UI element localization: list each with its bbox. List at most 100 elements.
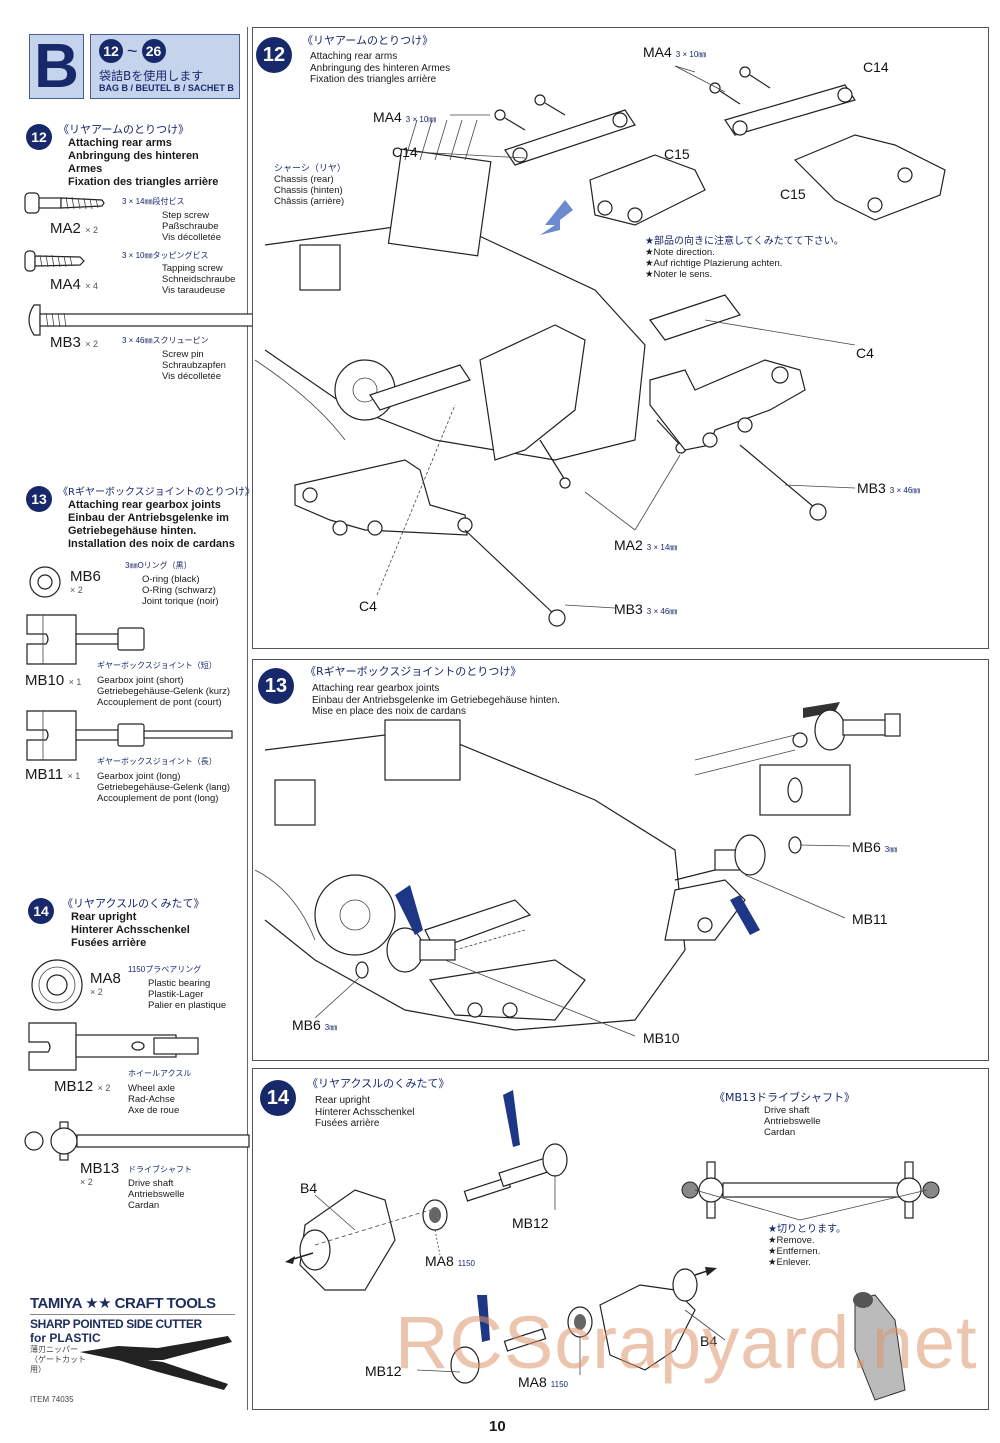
gearbox-joint-long-illustration (26, 710, 233, 761)
desc-de: O-Ring (schwarz) (142, 585, 216, 596)
desc-de: Getriebegehäuse-Gelenk (kurz) (97, 686, 231, 697)
bag-jp-text: 袋詰Bを使用します (99, 69, 204, 83)
desc-fr: Accouplement de pont (court) (97, 697, 222, 708)
desc-en: Step screw (162, 210, 209, 221)
part-qty: × 2 (80, 1177, 93, 1187)
title-fr: Fixation des triangles arrière (310, 74, 437, 85)
direction-note: ★部品の向きに注意してくみたてて下さい。 ★Note direction. ★A… (645, 232, 844, 280)
part-spec-jp: 3 × 46㎜スクリューピン (122, 336, 209, 345)
desc-fr: Accouplement de pont (long) (97, 793, 219, 804)
label-spec: 3㎜ (324, 1023, 338, 1032)
label-mb12-b: MB12 (365, 1363, 402, 1379)
part-spec-jp: ギヤーボックスジョイント（長） (97, 757, 217, 766)
step-number-badge: 14 (260, 1080, 296, 1116)
label-text: MB6 (852, 839, 881, 855)
desc-fr: Joint torique (noir) (142, 596, 219, 607)
label-spec: 3 × 46㎜ (889, 486, 921, 495)
part-desc: Wheel axle Rad-Achse Axe de roue (128, 1083, 179, 1116)
note-de: ★Auf richtige Plazierung achten. (645, 258, 783, 269)
desc-fr: Vis décolletée (162, 232, 221, 243)
title-de: Einbau der Antriebsgelenke im Getriebege… (312, 694, 560, 706)
label-spec: 3 × 10㎜ (675, 50, 707, 59)
screw-pin-illustration (28, 304, 263, 336)
note-en: ★Remove. (768, 1235, 815, 1246)
desc-de: Schraubzapfen (162, 360, 226, 371)
part-desc: O-ring (black) O-Ring (schwarz) Joint to… (142, 574, 219, 607)
tapping-screw-illustration (24, 250, 85, 272)
desc-de: Schneidschraube (162, 274, 236, 285)
label-text: MA8 (518, 1374, 547, 1390)
note-jp: ★部品の向きに注意してくみたてて下さい。 (645, 236, 844, 247)
step-titles: Attaching rear gearbox joints Einbau der… (68, 499, 235, 551)
driveshaft-fr: Cardan (764, 1127, 796, 1138)
title-fr: Installation des noix de cardans (68, 538, 235, 550)
title-de: Hinterer Achsschenkel (315, 1106, 415, 1118)
ad-brand: TAMIYA ★★ CRAFT TOOLS (30, 1295, 216, 1312)
desc-fr: Vis décolletée (162, 371, 221, 382)
step-screw-illustration (24, 192, 105, 214)
drive-shaft-illustration (24, 1121, 250, 1161)
label-text: MA8 (425, 1253, 454, 1269)
part-qty: × 1 (68, 677, 82, 687)
label-c15-a: C15 (664, 146, 690, 162)
desc-en: Plastic bearing (148, 978, 211, 989)
desc-en: Wheel axle (128, 1083, 175, 1094)
title-en: Rear upright (71, 911, 137, 923)
step-number-badge: 13 (258, 668, 294, 704)
part-desc: Step screw Paßschraube Vis décolletée (162, 210, 221, 243)
part-mb10: MB10 × 1 (25, 672, 81, 690)
label-mb12-a: MB12 (512, 1215, 549, 1231)
title-de-2: Armes (68, 163, 103, 175)
side-cutter-icon (80, 1336, 232, 1390)
part-spec-jp: 3 × 10㎜タッピングビス (122, 251, 209, 260)
label-text: MA2 (614, 537, 643, 553)
part-mb3: MB3 × 2 (50, 334, 98, 352)
part-qty: × 2 (85, 225, 99, 235)
desc-de: Plastik-Lager (148, 989, 204, 1000)
part-desc: Drive shaft Antriebswelle Cardan (128, 1178, 185, 1211)
desc-fr: Cardan (128, 1200, 160, 1211)
note-fr: ★Enlever. (768, 1257, 811, 1268)
step-jp-title: 《Rギヤーボックスジョイントのとりつけ》 (58, 487, 255, 498)
step-jp-title: 《リヤアクスルのくみたて》 (307, 1077, 450, 1090)
part-spec-jp: ホイールアクスル (128, 1069, 192, 1078)
title-de: Einbau der Antriebsgelenke im (68, 512, 229, 524)
title-en: Attaching rear arms (68, 137, 172, 149)
ad-product: SHARP POINTED SIDE CUTTER (30, 1317, 202, 1331)
desc-de: Paßschraube (162, 221, 219, 232)
title-en: Attaching rear arms (310, 51, 398, 62)
part-desc: Gearbox joint (short) Getriebegehäuse-Ge… (97, 675, 230, 708)
label-mb10: MB10 (643, 1030, 680, 1046)
page-number: 10 (489, 1418, 506, 1435)
chassis-label: シャーシ（リヤ） Chassis (rear) Chassis (hinten)… (274, 161, 346, 207)
part-spec-jp: 3 × 14㎜段付ビス (122, 197, 185, 206)
ad-divider (30, 1314, 235, 1315)
desc-en: Gearbox joint (short) (97, 675, 184, 686)
part-code: MB12 (54, 1078, 94, 1095)
part-qty: × 2 (85, 339, 99, 349)
part-code: MA4 (50, 276, 81, 293)
chassis-en: Chassis (rear) (274, 174, 334, 185)
part-code: MB13 (80, 1160, 120, 1177)
part-spec-jp: ドライブシャフト (128, 1165, 192, 1174)
craft-tools-ad: TAMIYA ★★ CRAFT TOOLS SHARP POINTED SIDE… (30, 1294, 235, 1404)
part-qty: × 2 (70, 585, 83, 595)
part-spec-jp: 1150プラベアリング (128, 965, 202, 974)
label-c14-a: C14 (392, 144, 418, 160)
rear-upright-illustration (285, 1090, 940, 1401)
part-spec-jp: 3㎜Oリング（黒） (125, 561, 192, 570)
part-qty: × 2 (97, 1083, 111, 1093)
label-text: MB6 (292, 1017, 321, 1033)
driveshaft-de: Antriebswelle (764, 1116, 821, 1127)
desc-fr: Axe de roue (128, 1105, 180, 1116)
step-range: 12 ~ 26 (99, 39, 166, 63)
desc-en: Screw pin (162, 349, 204, 360)
title-fr: Fusées arrière (315, 1118, 380, 1129)
watermark: RCScrapyard.net (395, 1301, 978, 1384)
step-number-badge: 14 (28, 898, 54, 924)
